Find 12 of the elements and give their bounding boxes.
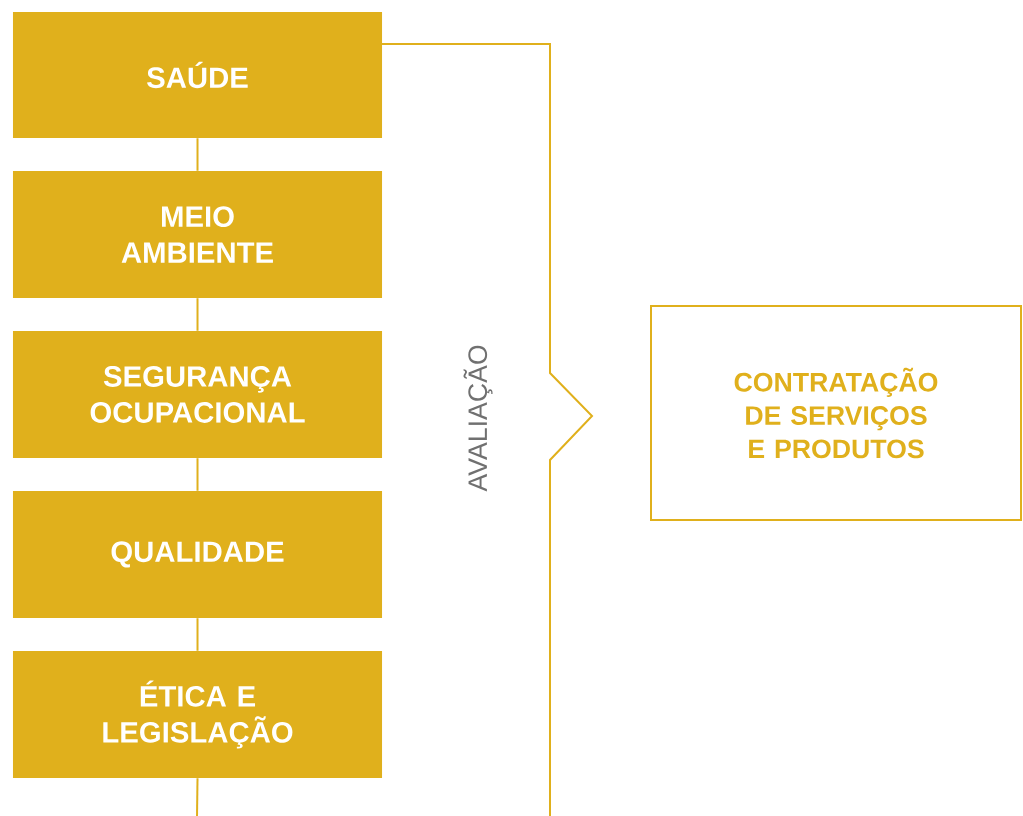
category-box: QUALIDADE <box>12 491 383 618</box>
connector-line <box>196 457 199 492</box>
category-box: SEGURANÇA OCUPACIONAL <box>12 331 383 458</box>
connector-line <box>196 137 199 172</box>
bracket-label: AVALIAÇÃO <box>463 345 493 492</box>
category-box: MEIO AMBIENTE <box>12 171 383 298</box>
target-box: CONTRATAÇÃO DE SERVIÇOS E PRODUTOS <box>650 305 1022 521</box>
connector-line <box>196 617 199 652</box>
category-box: ÉTICA E LEGISLAÇÃO <box>12 651 383 778</box>
connector-line <box>196 777 199 816</box>
category-box: SAÚDE <box>12 12 383 138</box>
connector-line <box>196 297 199 332</box>
